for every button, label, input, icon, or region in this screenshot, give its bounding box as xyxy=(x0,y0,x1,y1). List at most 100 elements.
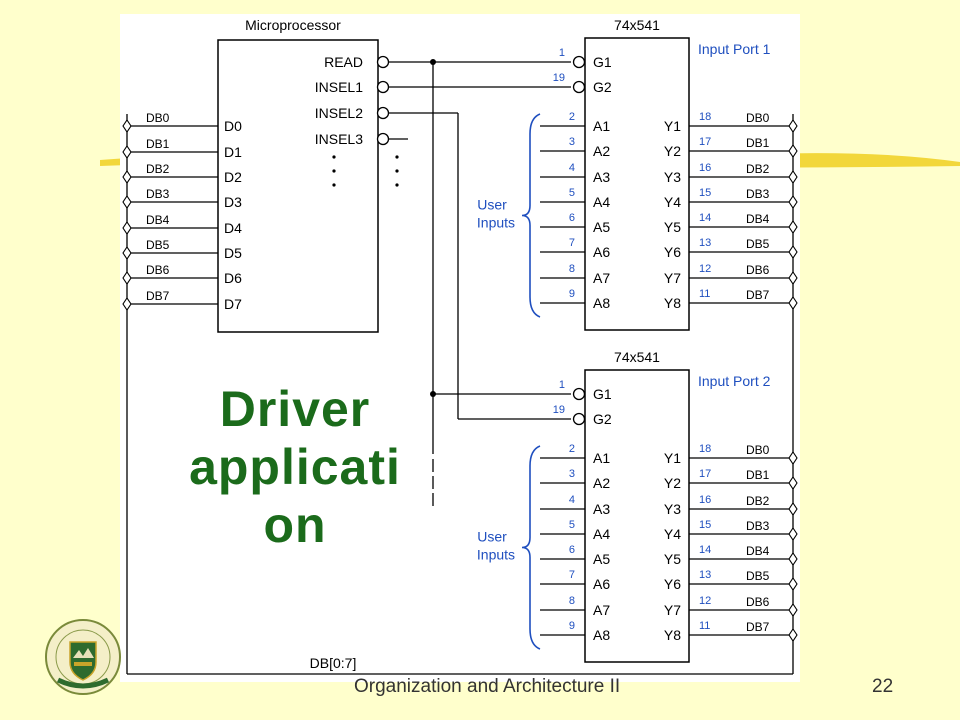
bus-label: DB0 xyxy=(746,111,770,125)
pin-label: D2 xyxy=(224,169,242,185)
bus-connector xyxy=(788,144,798,158)
pin-label: A4 xyxy=(593,194,610,210)
pin-number: 14 xyxy=(699,544,711,556)
pin-label: A6 xyxy=(593,576,610,592)
pin-number: 13 xyxy=(699,237,711,249)
pin-label: Y2 xyxy=(664,475,681,491)
pin-label: Y3 xyxy=(664,501,681,517)
pin-number: 9 xyxy=(569,288,575,300)
bus-connector xyxy=(122,221,132,235)
bus-label: DB0 xyxy=(746,443,770,457)
slide-title-line: applicati xyxy=(189,439,401,495)
bus-label: DB4 xyxy=(146,213,170,227)
pin-label: A4 xyxy=(593,526,610,542)
pin-number: 18 xyxy=(699,443,711,455)
bus-connector xyxy=(788,603,798,617)
bus-label: DB3 xyxy=(746,187,770,201)
pin-label: A1 xyxy=(593,450,610,466)
ellipsis-dot xyxy=(395,155,399,159)
pin-label: A5 xyxy=(593,219,610,235)
inversion-bubble xyxy=(572,387,586,401)
bus-label: DB5 xyxy=(746,237,770,251)
bus-label: DB5 xyxy=(746,569,770,583)
pin-label: A2 xyxy=(593,475,610,491)
microprocessor-title: Microprocessor xyxy=(245,17,341,33)
pin-number: 12 xyxy=(699,595,711,607)
inversion-bubble xyxy=(376,80,390,94)
bus-label: DB4 xyxy=(746,212,770,226)
pin-number: 12 xyxy=(699,263,711,275)
microprocessor-box xyxy=(217,39,379,333)
pin-label: A6 xyxy=(593,244,610,260)
bus-label: DB6 xyxy=(746,263,770,277)
pin-label: D6 xyxy=(224,270,242,286)
pin-label: INSEL1 xyxy=(315,79,363,95)
user-inputs-label: User xyxy=(477,529,507,545)
bus-label: DB2 xyxy=(146,162,170,176)
ic-part-number: 74x541 xyxy=(614,349,660,365)
bus-connector xyxy=(122,170,132,184)
pin-label: G1 xyxy=(593,386,612,402)
pin-number: 9 xyxy=(569,620,575,632)
university-crest-logo xyxy=(45,619,121,695)
ic-74x541-box xyxy=(584,37,690,331)
pin-label: D5 xyxy=(224,245,242,261)
pin-label: G1 xyxy=(593,54,612,70)
bus-connector xyxy=(788,552,798,566)
pin-label: D0 xyxy=(224,118,242,134)
pin-number: 6 xyxy=(569,212,575,224)
bus-label: DB3 xyxy=(146,187,170,201)
ellipsis-dot xyxy=(395,169,399,173)
bus-connector xyxy=(122,271,132,285)
bus-label: DB7 xyxy=(146,289,170,303)
pin-number: 8 xyxy=(569,595,575,607)
pin-label: Y6 xyxy=(664,576,681,592)
pin-number: 18 xyxy=(699,111,711,123)
pin-label: D4 xyxy=(224,220,242,236)
bus-label: DB2 xyxy=(746,162,770,176)
bus-connector xyxy=(788,119,798,133)
bus-connector xyxy=(788,476,798,490)
pin-label: A8 xyxy=(593,295,610,311)
slide-title-line: Driver xyxy=(219,381,371,437)
pin-number: 1 xyxy=(559,47,565,59)
inversion-bubble xyxy=(376,55,390,69)
ic-part-number: 74x541 xyxy=(614,17,660,33)
pin-label: Y7 xyxy=(664,270,681,286)
bus-connector xyxy=(122,145,132,159)
user-inputs-label: Inputs xyxy=(477,215,515,231)
ellipsis-dot xyxy=(332,183,336,187)
ellipsis-dot xyxy=(332,155,336,159)
bus-connector xyxy=(788,451,798,465)
pin-label: Y5 xyxy=(664,551,681,567)
slide-number: 22 xyxy=(872,676,894,697)
pin-label: Y7 xyxy=(664,602,681,618)
footer-course-title: Organization and Architecture II xyxy=(354,676,621,697)
bus-connector xyxy=(788,527,798,541)
pin-label: D7 xyxy=(224,296,242,312)
pin-number: 4 xyxy=(569,494,575,506)
bus-label: DB3 xyxy=(746,519,770,533)
pin-label: G2 xyxy=(593,79,612,95)
user-inputs-brace xyxy=(521,113,541,318)
pin-label: Y1 xyxy=(664,450,681,466)
bus-connector xyxy=(788,195,798,209)
pin-number: 6 xyxy=(569,544,575,556)
pin-label: Y2 xyxy=(664,143,681,159)
bus-connector xyxy=(122,297,132,311)
bus-connector xyxy=(788,577,798,591)
ellipsis-dot xyxy=(332,169,336,173)
bus-label: DB7 xyxy=(746,288,770,302)
pin-number: 3 xyxy=(569,136,575,148)
pin-number: 4 xyxy=(569,162,575,174)
pin-label: A7 xyxy=(593,602,610,618)
bus-name-label: DB[0:7] xyxy=(310,655,357,671)
pin-label: A3 xyxy=(593,501,610,517)
bus-connector xyxy=(122,195,132,209)
bus-label: DB1 xyxy=(746,136,770,150)
bus-label: DB7 xyxy=(746,620,770,634)
pin-label: INSEL2 xyxy=(315,105,363,121)
pin-label: Y4 xyxy=(664,194,681,210)
pin-number: 3 xyxy=(569,468,575,480)
